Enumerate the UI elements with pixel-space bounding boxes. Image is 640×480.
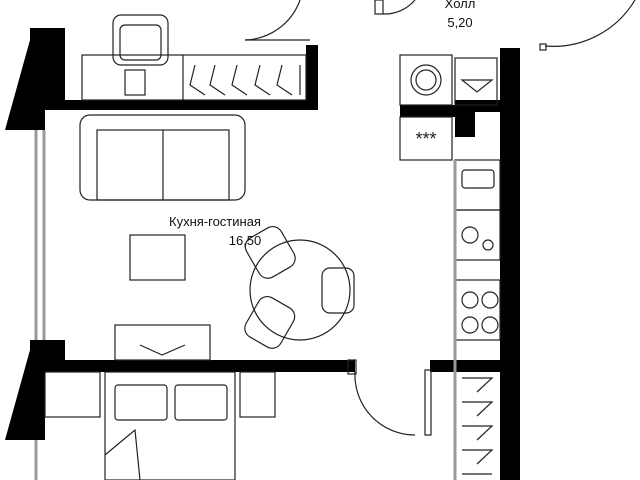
room-area: 5,20 (447, 15, 473, 30)
door-top (244, 0, 416, 41)
dresser (114, 324, 211, 361)
svg-text:***: *** (415, 129, 436, 149)
interior-walls (45, 45, 520, 480)
room-name: Холл (444, 0, 476, 11)
sofa (79, 114, 246, 201)
kitchen: *** (399, 54, 501, 480)
room-label-hall: Холл 5,20 (420, 0, 500, 30)
wardrobe-hangers-right (462, 377, 494, 475)
bed (44, 371, 276, 480)
door-hall (539, 0, 636, 51)
room-name: Кухня-гостиная (169, 214, 261, 229)
room-area: 16,50 (228, 233, 262, 248)
dining-table (244, 226, 355, 349)
desk (81, 54, 307, 101)
door-bedroom (347, 359, 432, 436)
exterior-wall-left (5, 28, 65, 480)
wardrobe-hangers-top (189, 64, 301, 96)
chair-desk (112, 14, 169, 96)
room-label-living-kitchen: Кухня-гостиная 16,50 (135, 214, 295, 248)
coffee-table (129, 234, 186, 281)
